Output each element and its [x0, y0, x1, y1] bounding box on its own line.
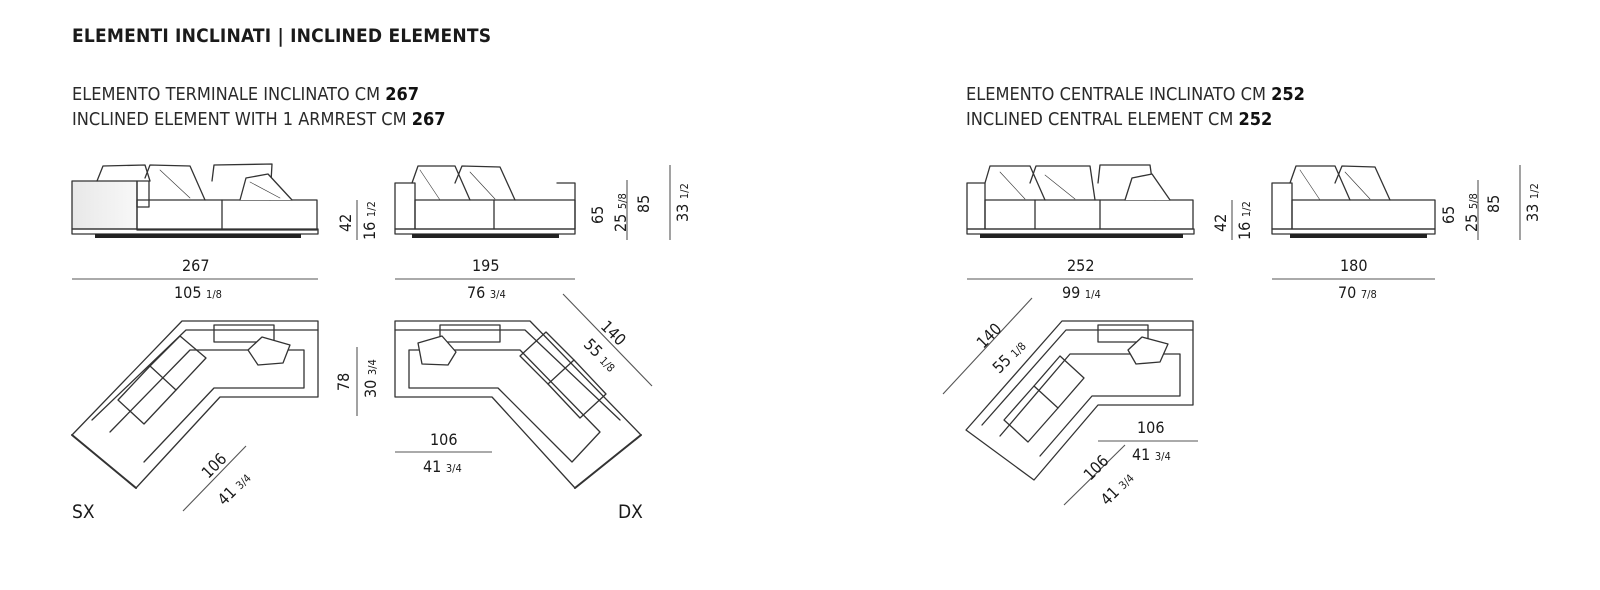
dim-width-cm: 267: [182, 256, 210, 275]
dim-width-cm-2: 252: [1067, 256, 1095, 275]
dim-side-width-in-2: 70 7/8: [1338, 283, 1377, 302]
dim-width-in-2: 99 1/4: [1062, 283, 1101, 302]
front-view-252: [966, 164, 1195, 238]
dim-plan-depth-in: 30 3/4: [361, 359, 380, 398]
dim-seat-height-in-2: 16 1/2: [1235, 201, 1254, 240]
dim-seat-height-cm: 42: [336, 213, 355, 232]
side-view-180: [1271, 165, 1436, 238]
dim-plan-seat-dx-cm: 106: [430, 430, 458, 449]
dim-side-width-cm-2: 180: [1340, 256, 1368, 275]
right-title-en: INCLINED CENTRAL ELEMENT CM 252: [966, 109, 1273, 130]
dim-seat-height-cm-2: 42: [1211, 213, 1230, 232]
dim-arm-height-cm-2: 65: [1439, 205, 1458, 224]
left-title-en: INCLINED ELEMENT WITH 1 ARMREST CM 267: [72, 109, 446, 130]
right-title-it: ELEMENTO CENTRALE INCLINATO CM 252: [966, 84, 1305, 105]
dim-seat-height-in: 16 1/2: [360, 201, 379, 240]
dimension-lines: [72, 165, 1521, 512]
dim-plan-seat-dx-in: 41 3/4: [423, 457, 462, 476]
dim-side-width-cm: 195: [472, 256, 500, 275]
dim-plan-seat-a-in: 41 3/4: [1132, 445, 1171, 464]
dim-back-height-cm-2: 85: [1484, 194, 1503, 213]
side-view-195: [394, 165, 576, 238]
plan-central: [965, 320, 1194, 481]
dim-arm-height-in-2: 25 5/8: [1462, 193, 1481, 232]
dim-arm-height-cm: 65: [588, 205, 607, 224]
left-title-it: ELEMENTO TERMINALE INCLINATO CM 267: [72, 84, 420, 105]
front-view-267: [71, 163, 319, 238]
dim-plan-depth-cm: 78: [334, 372, 353, 391]
page-title: ELEMENTI INCLINATI | INCLINED ELEMENTS: [72, 25, 492, 47]
dim-arm-height-in: 25 5/8: [611, 193, 630, 232]
dim-plan-seat-a-cm: 106: [1137, 418, 1165, 437]
plan-sx: [71, 320, 319, 489]
dim-back-height-in-2: 33 1/2: [1523, 183, 1542, 222]
plan-dx: [394, 320, 642, 489]
dim-width-in: 105 1/8: [174, 283, 222, 302]
dim-side-width-in: 76 3/4: [467, 283, 506, 302]
dim-back-height-cm: 85: [634, 194, 653, 213]
dim-back-height-in: 33 1/2: [673, 183, 692, 222]
label-dx: DX: [618, 501, 643, 523]
label-sx: SX: [72, 501, 95, 523]
